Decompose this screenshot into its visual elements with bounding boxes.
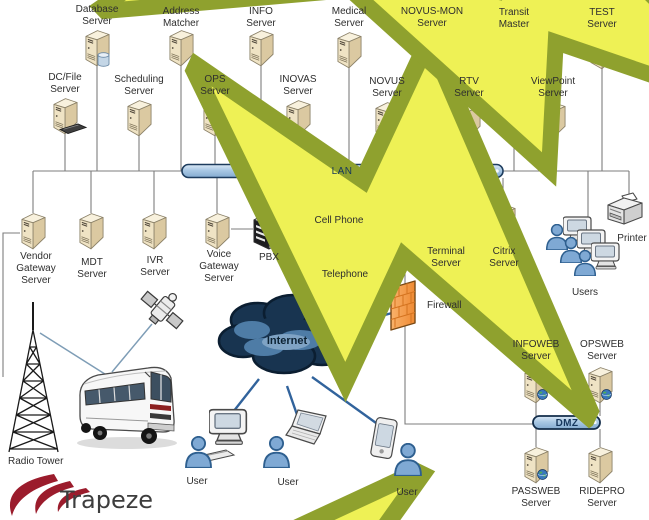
label-radio-tower: Radio Tower (8, 456, 64, 467)
label-lan-bus: LAN (331, 165, 353, 177)
server-icon-ivr (142, 213, 167, 250)
label-address-matcher: Address Matcher (162, 6, 200, 29)
bus-icon (77, 366, 177, 449)
label-ivr-server: IVR Server (140, 255, 170, 278)
trapeze-logo-text: Trapeze (60, 486, 154, 514)
radio-links (39, 323, 153, 377)
label-citrix-server: Citrix Server (489, 246, 519, 269)
label-novus-server: NOVUS Server (369, 76, 405, 99)
label-transit-master: Transit Master (498, 7, 530, 30)
label-firewall: Firewall (427, 300, 462, 311)
label-passweb-server: PASSWEB Server (511, 486, 561, 509)
satellite-icon (140, 290, 184, 330)
server-icon-info (249, 30, 274, 67)
label-ridepro-server: RIDEPRO Server (579, 486, 625, 509)
label-opsweb-server: OPSWEB Server (580, 339, 624, 362)
label-infoweb-server: INFOWEB Server (512, 339, 560, 362)
server-icon-voice-gateway (205, 213, 230, 250)
label-user-pda: User (396, 487, 418, 498)
label-medical-server: Medical Server (331, 6, 367, 29)
label-internet: Internet (266, 335, 308, 347)
server-icon-vendor-gateway (21, 213, 46, 250)
label-rtv-server: RTV Server (454, 76, 484, 99)
label-users: Users (571, 287, 599, 298)
label-dc-file-server: DC/File Server (48, 72, 82, 95)
keyboard-icon (58, 123, 88, 134)
firewall-icon (390, 280, 416, 331)
trapeze-logo-swoosh (9, 474, 90, 516)
label-telephone: Telephone (321, 269, 369, 280)
server-icon-scheduling (127, 100, 152, 137)
label-database-server: Database Server (75, 4, 119, 27)
label-vendor-gateway-server: Vendor Gateway Server (16, 251, 56, 286)
label-mdt-server: MDT Server (77, 257, 107, 280)
globe-icon-passweb (537, 469, 548, 480)
label-novus-mon-server: NOVUS-MON Server (400, 6, 464, 29)
label-ops-server: OPS Server (200, 74, 230, 97)
printer-icon (607, 192, 643, 225)
users-cluster-icon (545, 216, 620, 276)
label-inovas-server: INOVAS Server (279, 74, 317, 97)
globe-icon-infoweb (537, 389, 548, 400)
globe-icon-opsweb (601, 389, 612, 400)
label-test-server: TEST Server (587, 7, 617, 30)
server-icon-mdt (79, 213, 104, 250)
label-viewpoint-server: ViewPoint Server (530, 76, 576, 99)
user-laptop-icon (263, 409, 327, 468)
server-icon-medical (337, 32, 362, 69)
label-voice-gateway-server: Voice Gateway Server (199, 249, 239, 284)
database-cylinder-icon (97, 52, 110, 67)
radio-tower-icon (8, 302, 59, 453)
label-dmz-bus: DMZ (555, 417, 579, 429)
user-pda-icon (370, 417, 422, 476)
label-pbx: PBX (258, 252, 280, 263)
label-terminal-server: Terminal Server (427, 246, 465, 269)
label-user-desktop: User (186, 476, 208, 487)
label-scheduling-server: Scheduling Server (114, 74, 164, 97)
user-desktop-icon (185, 408, 248, 468)
server-icon-ridepro (588, 447, 613, 484)
label-printer: Printer (617, 233, 647, 244)
label-info-server: INFO Server (246, 6, 276, 29)
label-cell-phone: Cell Phone (314, 215, 364, 226)
label-user-laptop: User (277, 477, 299, 488)
